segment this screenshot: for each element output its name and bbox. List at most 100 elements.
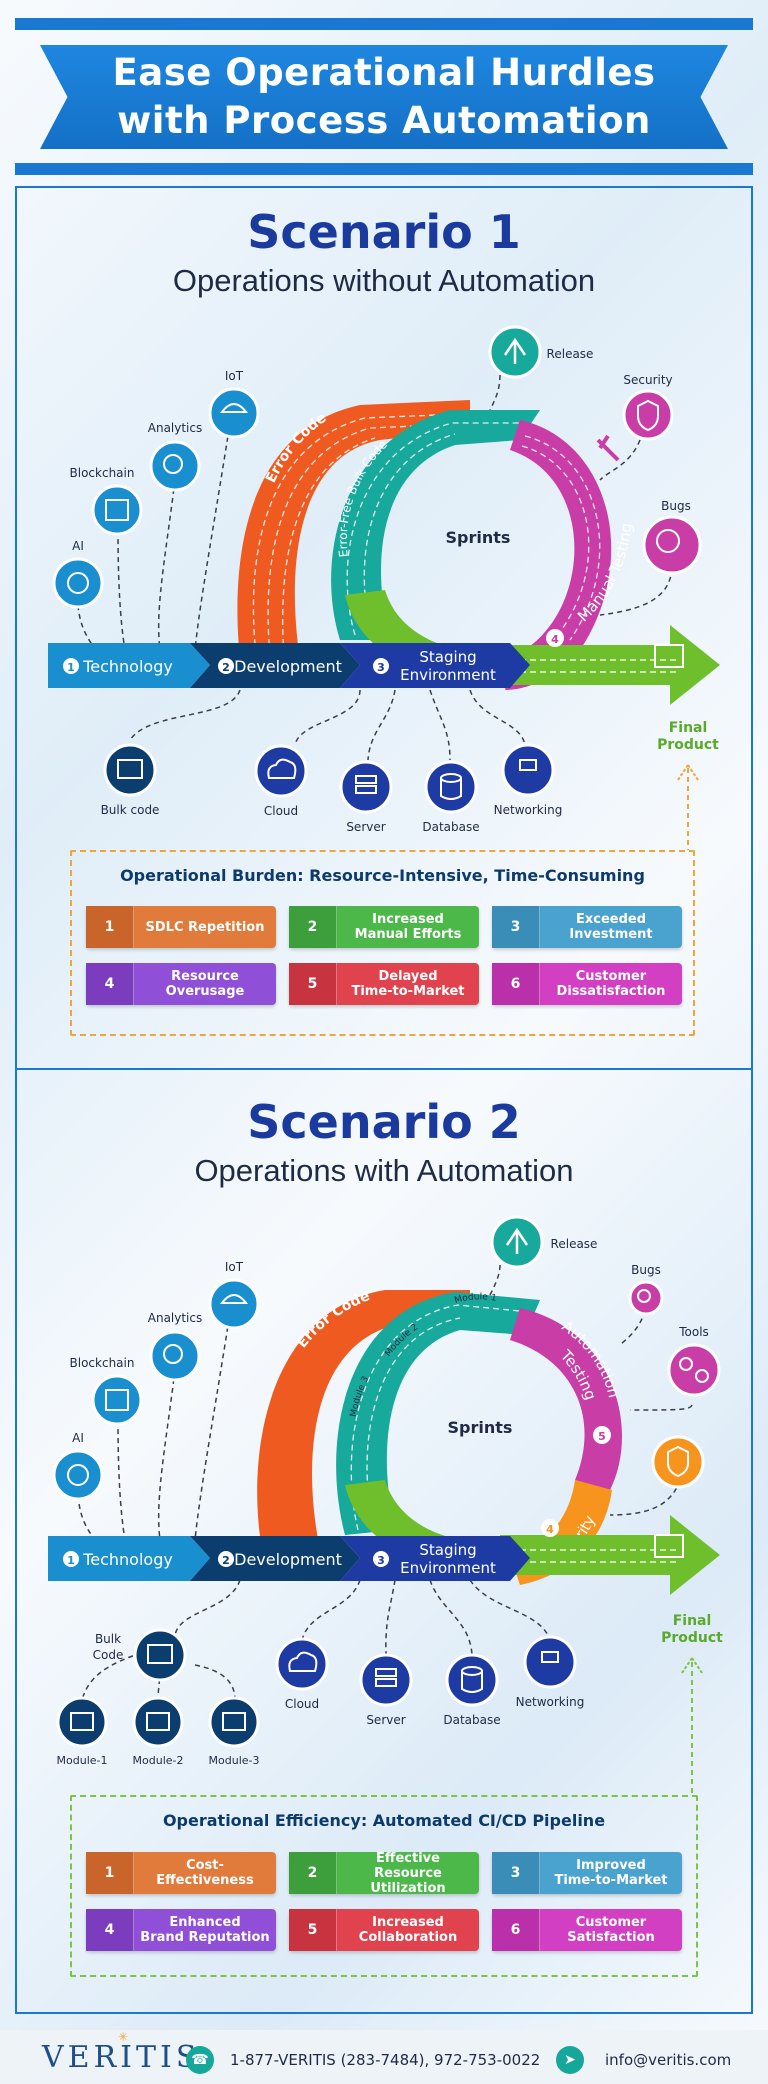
s1-security-node: Security [596,373,674,462]
item-number: 5 [289,963,337,1005]
s2-ai-node: AI [52,1431,104,1501]
item-label-line1: Delayed [378,969,438,984]
s2-stage-5-num: 5 [598,1430,606,1443]
s2-stage-2-num: 2 [222,1554,230,1567]
s2-stage-1-num: 1 [67,1554,75,1567]
item-label-line1: Increased [372,1915,444,1930]
item-number: 2 [289,906,337,948]
footer-email[interactable]: info@veritis.com [605,2051,732,2069]
s2-database-node: Database [443,1653,501,1727]
s1-stage-2-label: Development [234,657,342,676]
s1-bulk-code-node: Bulk code [101,743,159,817]
s1-ai-node: AI [52,539,104,609]
s1-networking-label: Networking [494,803,563,817]
s1-security-label: Security [623,373,672,387]
s1-stage-3-num: 3 [377,661,385,674]
item-number: 2 [289,1852,337,1894]
s2-blockchain-node: Blockchain [70,1356,143,1426]
s2-networking-node: Networking [516,1635,584,1709]
item-label-line1: Resource [171,969,239,984]
footer-phone[interactable]: 1-877-VERITIS (283-7484), 972-753-0022 [230,2051,541,2069]
title-line-1: Ease Operational Hurdles [112,51,656,94]
s2-final-line2: Product [661,1630,723,1646]
scenario2-title: Scenario 2 [247,1095,521,1149]
item-label-line2: Manual Efforts [354,927,462,942]
s2-database-label: Database [443,1713,500,1727]
s2-analytics-node: Analytics [148,1311,202,1382]
s2-bulk-label2: Code [93,1648,124,1662]
s1-database-node: Database [422,760,480,834]
s1-iot-label: IoT [225,369,244,383]
s1-networking-node: Networking [494,743,563,817]
s1-analytics-label: Analytics [148,421,203,435]
s1-bugs-node: Bugs [642,499,702,575]
scenario2-subtitle: Operations with Automation [194,1153,574,1188]
item-number: 1 [86,906,134,948]
item-number: 5 [289,1909,337,1951]
s2-iot-node: IoT [208,1260,260,1330]
s2-server-label: Server [366,1713,405,1727]
scenario2-panel [15,1068,753,2014]
s1-iot-node: IoT [208,369,260,439]
item-label-line2: Utilization [370,1880,446,1896]
s1-server-node: Server [339,760,393,834]
s1-server-label: Server [346,820,385,834]
item-label-line2: Time-to-Market [554,1873,668,1888]
item-label-line2: Dissatisfaction [556,984,666,999]
s2-sprints-label: Sprints [448,1418,513,1437]
s2-stage-3-num: 3 [377,1554,385,1567]
item-number: 6 [492,1909,540,1951]
s2-cloud-node: Cloud [275,1637,329,1711]
s2-tools-node: Tools [667,1325,721,1397]
item-label-line2: Collaboration [358,1930,458,1945]
s2-stage-3-label: Staging [419,1541,476,1559]
s1-bugs-label: Bugs [661,499,691,513]
item-label-line2: Brand Reputation [140,1930,270,1945]
scenario2-item-1: 1 Cost-Effectiveness [86,1852,276,1894]
item-label-line1: Cost-Effectiveness [156,1858,254,1888]
s1-stage-3-label2: Environment [400,666,496,684]
s1-release-node: Release [488,325,593,379]
item-label-line2: Time-to-Market [351,984,465,999]
s2-bulk-label1: Bulk [95,1632,121,1646]
s1-cloud-node: Cloud [254,744,308,818]
scenario1-title: Scenario 1 [247,205,521,259]
s1-database-label: Database [422,820,479,834]
s1-cloud-label: Cloud [264,804,298,818]
s2-module3-node-label: Module-3 [209,1754,260,1767]
s2-release-label: Release [551,1237,598,1251]
s1-sprints-label: Sprints [446,528,511,547]
s2-iot-label: IoT [225,1260,244,1274]
item-number: 4 [86,1909,134,1951]
s2-efficiency-title: Operational Efficiency: Automated CI/CD … [162,1811,606,1830]
s1-final-line1: Final [669,720,708,736]
s1-ai-label: AI [72,539,84,553]
s1-stage-1-num: 1 [67,661,75,674]
item-number: 3 [492,906,540,948]
s1-analytics-node: Analytics [148,421,203,492]
s2-module1-node-label: Module-1 [57,1754,108,1767]
s2-bugs-node: Bugs [628,1263,664,1316]
title-line-2: with Process Automation [117,99,651,142]
scenario1-diagram: Error Code Error-Free Bulk Code Manual T… [48,325,720,850]
item-number: 1 [86,1852,134,1894]
s2-tools-label: Tools [678,1325,709,1339]
s2-release-node: Release [490,1215,598,1269]
item-number: 3 [492,1852,540,1894]
s1-blockchain-node: Blockchain [70,466,143,536]
item-label-line1: Effective Resource [374,1850,442,1881]
item-number: 4 [86,963,134,1005]
